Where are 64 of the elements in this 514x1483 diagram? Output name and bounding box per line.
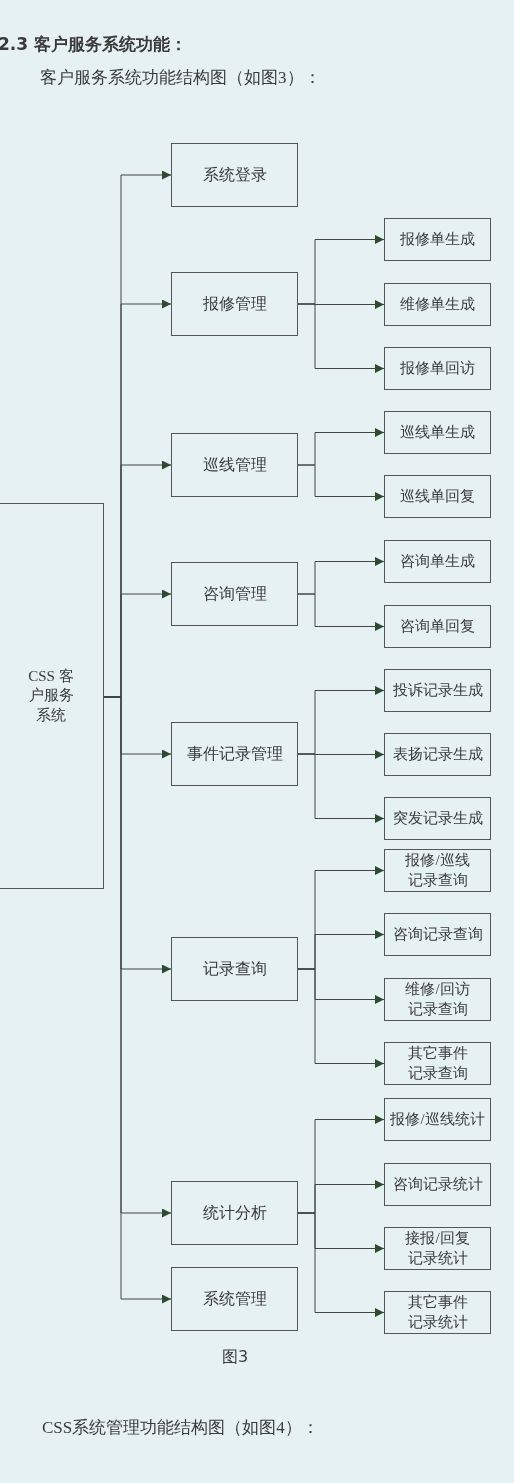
node-label: 巡线单生成 <box>400 422 475 442</box>
arrow <box>297 593 385 631</box>
arrow <box>297 968 385 1068</box>
node-label: 其它事件记录查询 <box>406 1044 469 1083</box>
function-box <box>384 1227 491 1270</box>
node-label: 报修/巡线记录查询 <box>404 851 471 890</box>
node-label: 系统管理 <box>202 1288 267 1309</box>
node-label: 统计分析 <box>202 1202 267 1223</box>
module-box <box>171 143 298 207</box>
arrow <box>297 753 385 823</box>
node-label: 咨询记录查询 <box>392 924 483 944</box>
function-box <box>384 913 491 956</box>
node-label: CSS 客户服务系统 <box>27 666 75 725</box>
function-box <box>384 669 491 712</box>
figure-caption: 图3 <box>222 1347 249 1368</box>
function-box <box>384 540 491 583</box>
function-box <box>384 1291 491 1334</box>
node-label: 报修/巡线统计 <box>390 1109 485 1129</box>
function-box <box>384 347 491 390</box>
node-label: 报修管理 <box>202 293 267 314</box>
node-label: 系统登录 <box>202 164 267 185</box>
function-box <box>384 411 491 454</box>
arrow <box>297 464 385 501</box>
module-box <box>171 272 298 336</box>
function-box <box>384 797 491 840</box>
node-label: 巡线单回复 <box>400 486 475 506</box>
function-box <box>384 475 491 518</box>
intro-text: CSS系统管理功能结构图（如图4）： <box>42 1417 319 1439</box>
function-box <box>384 849 491 892</box>
node-label: 咨询管理 <box>202 583 267 604</box>
module-box <box>171 1267 298 1331</box>
module-box <box>171 937 298 1001</box>
node-label: 报修单回访 <box>400 358 475 378</box>
function-box <box>384 978 491 1021</box>
node-label: 巡线管理 <box>202 454 267 475</box>
intro-text: 客户服务系统功能结构图（如图3）： <box>40 67 321 89</box>
node-label: 记录查询 <box>202 958 267 979</box>
module-box <box>171 722 298 786</box>
arrow <box>297 303 385 373</box>
node-label: 接报/回复记录统计 <box>404 1229 471 1268</box>
function-box <box>384 218 491 261</box>
node-label: 表扬记录生成 <box>392 744 483 764</box>
node-label: 其它事件记录统计 <box>406 1293 469 1332</box>
node-label: 咨询单生成 <box>400 551 475 571</box>
node-label: 咨询记录统计 <box>392 1174 483 1194</box>
node-label: 投诉记录生成 <box>392 680 483 700</box>
function-box <box>384 1098 491 1141</box>
arrow <box>297 1212 385 1317</box>
function-box <box>384 605 491 648</box>
function-box <box>384 283 491 326</box>
function-box <box>384 1042 491 1085</box>
function-box <box>384 1163 491 1206</box>
node-label: 维修单生成 <box>400 294 475 314</box>
node-label: 报修单生成 <box>400 229 475 249</box>
module-box <box>171 433 298 497</box>
section-heading: 2.3 客户服务系统功能： <box>0 33 188 56</box>
node-label: 突发记录生成 <box>392 808 483 828</box>
node-label: 事件记录管理 <box>186 743 283 764</box>
node-label: 维修/回访记录查询 <box>404 980 471 1019</box>
module-box <box>171 1181 298 1245</box>
node-label: 咨询单回复 <box>400 616 475 636</box>
system-box <box>0 503 104 889</box>
module-box <box>171 562 298 626</box>
function-box <box>384 733 491 776</box>
